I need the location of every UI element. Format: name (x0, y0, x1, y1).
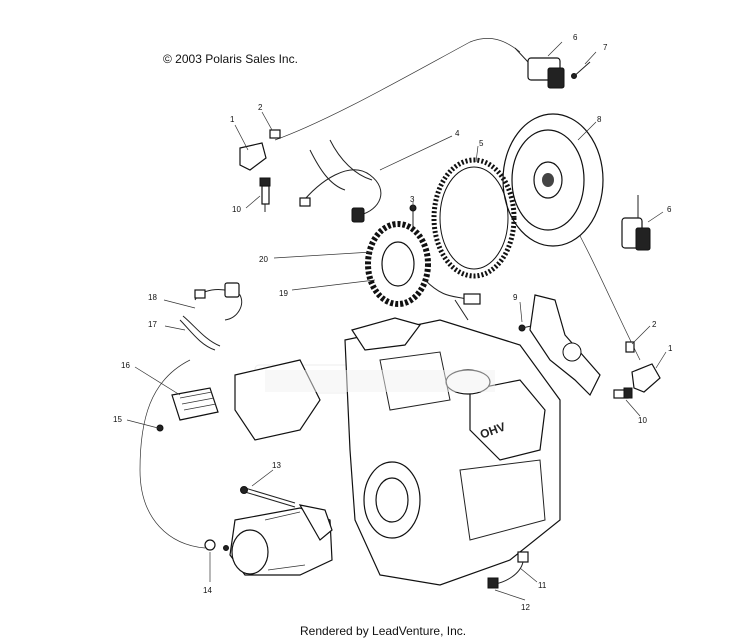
spark-plug-right (613, 387, 633, 399)
callout-9: 9 (513, 293, 518, 302)
callout-20: 20 (259, 255, 268, 264)
wire-connector-18 (194, 282, 243, 321)
callout-17: 17 (148, 320, 157, 329)
callout-8: 8 (597, 115, 602, 124)
watermark-band (265, 370, 495, 392)
engine-block: OHV (344, 317, 561, 586)
starter-motor (229, 504, 333, 576)
callout-2b: 2 (652, 320, 657, 329)
ignition-coil-top (514, 47, 565, 89)
spark-plug (259, 177, 271, 212)
callouts: 6 7 8 6 1 2 4 5 3 10 20 19 18 17 16 15 9… (113, 33, 673, 612)
callout-15: 15 (113, 415, 122, 424)
callout-18: 18 (148, 293, 157, 302)
callout-10b: 10 (638, 416, 647, 425)
callout-7: 7 (603, 43, 608, 52)
stator (365, 221, 481, 321)
ring-gear (431, 157, 517, 279)
bolt-13 (240, 486, 296, 508)
callout-1a: 1 (230, 115, 235, 124)
ignition-coil-right (621, 195, 651, 251)
harness-17 (179, 315, 221, 351)
ignition-wire-top (274, 38, 521, 141)
callout-4: 4 (455, 129, 460, 138)
clamp-2-right (625, 341, 635, 353)
callout-5: 5 (479, 139, 484, 148)
callout-14: 14 (203, 586, 212, 595)
voltage-regulator (171, 387, 219, 421)
copyright-notice: © 2003 Polaris Sales Inc. (163, 52, 298, 66)
callout-2a: 2 (258, 103, 263, 112)
flywheel (502, 113, 604, 247)
wire-left (139, 359, 206, 549)
callout-16: 16 (121, 361, 130, 370)
spark-plug-cap-right (631, 363, 661, 393)
clamp-2 (269, 129, 281, 139)
leader-lines (126, 41, 667, 601)
screw-7 (571, 61, 591, 79)
callout-11: 11 (538, 581, 547, 590)
nut-14 (204, 539, 229, 551)
oil-sensor (487, 551, 529, 589)
render-credit: Rendered by LeadVenture, Inc. (300, 624, 467, 638)
callout-19: 19 (279, 289, 288, 298)
callout-12: 12 (521, 603, 530, 612)
wiring-harness (299, 139, 382, 223)
callout-13: 13 (272, 461, 281, 470)
callout-10a: 10 (232, 205, 241, 214)
callout-6a: 6 (573, 33, 578, 42)
callout-1b: 1 (668, 344, 673, 353)
callout-6b: 6 (667, 205, 672, 214)
bracket-right (529, 294, 601, 397)
spark-plug-cap (239, 142, 267, 171)
callout-3: 3 (410, 195, 415, 204)
